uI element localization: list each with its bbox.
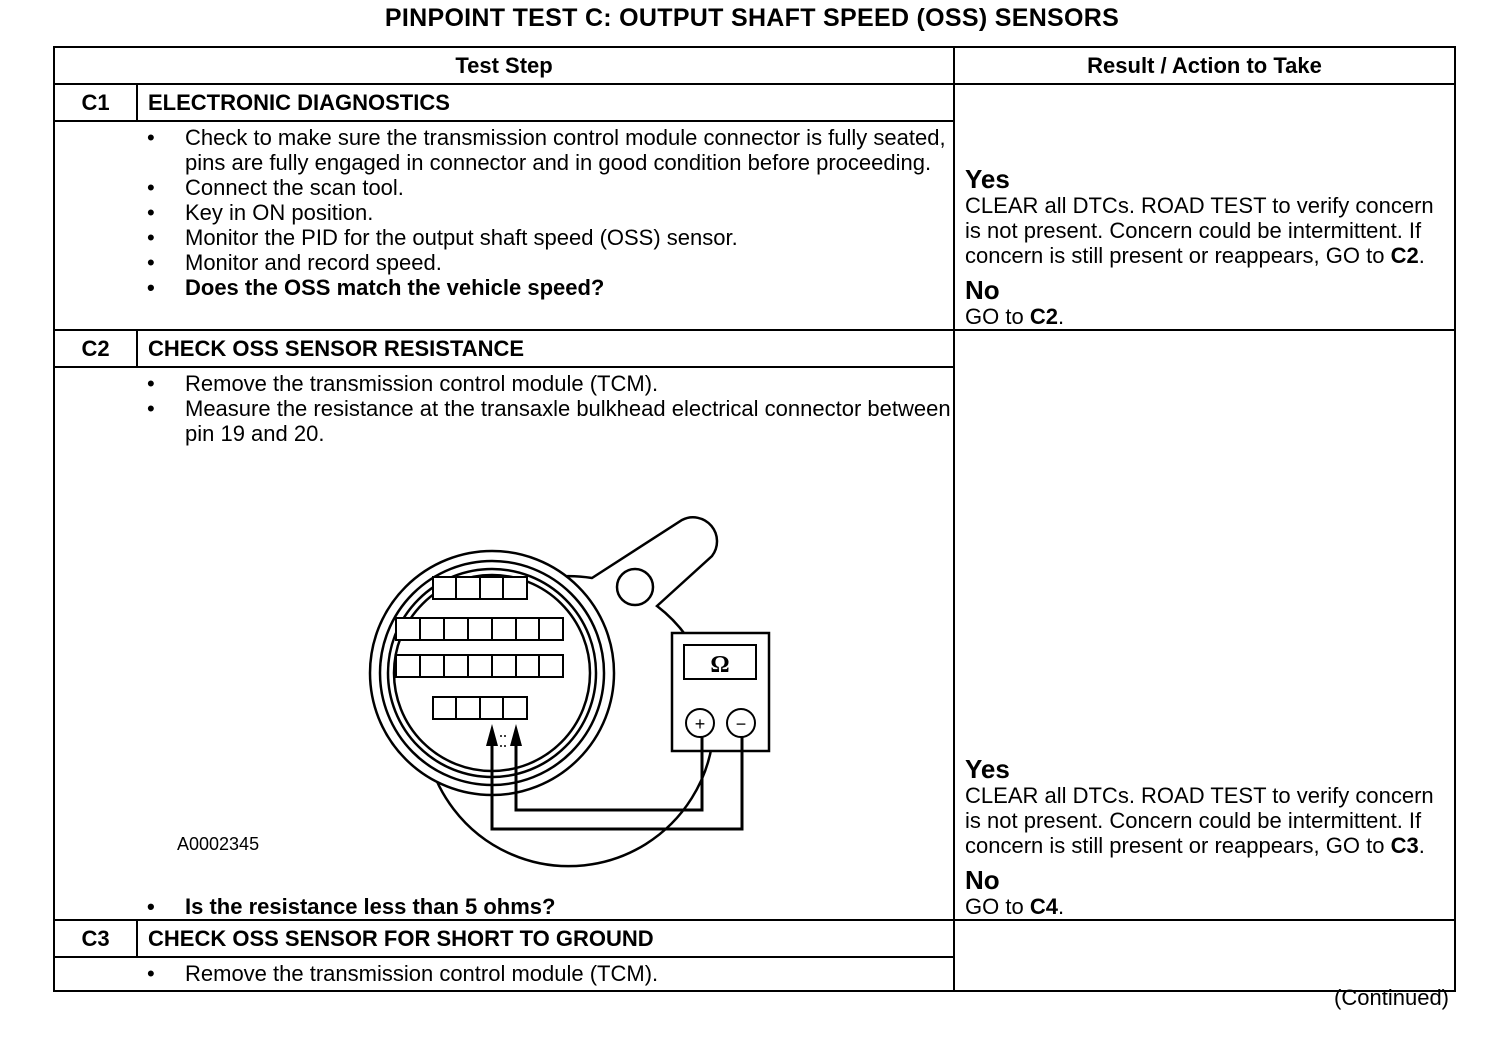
goto-step: C2 <box>1390 243 1419 268</box>
step-c1-result: Yes CLEAR all DTCs. ROAD TEST to verify … <box>953 83 1457 331</box>
header-row: Test Step Result / Action to Take <box>52 46 1457 85</box>
bullet-item: Remove the transmission control module (… <box>147 371 953 396</box>
step-c3-bullets: Remove the transmission control module (… <box>137 958 953 986</box>
step-c1-body-row: Check to make sure the transmission cont… <box>53 120 1455 331</box>
bullet-item: Key in ON position. <box>147 200 953 225</box>
step-c3-result <box>953 919 1457 992</box>
ohmmeter <box>670 631 771 753</box>
step-c2-question-list: Is the resistance less than 5 ohms? <box>137 894 953 919</box>
minus-terminal-label: − <box>736 714 747 734</box>
continued-note: (Continued) <box>1334 985 1449 1010</box>
step-c1-bullets: Check to make sure the transmission cont… <box>137 122 953 300</box>
step-c2-result: Yes CLEAR all DTCs. ROAD TEST to verify … <box>953 329 1457 921</box>
step-title: CHECK OSS SENSOR RESISTANCE <box>135 329 956 368</box>
goto-step: C4 <box>1029 894 1058 919</box>
goto-step: C2 <box>1029 304 1058 329</box>
step-c1-body: Check to make sure the transmission cont… <box>137 120 956 331</box>
step-id: C1 <box>53 83 138 122</box>
result-header: Result / Action to Take <box>953 46 1457 85</box>
bullet-item: Check to make sure the transmission cont… <box>147 125 953 175</box>
bullet-item: Remove the transmission control module (… <box>147 961 953 986</box>
no-action: GO to C2. <box>965 304 1065 329</box>
test-leads <box>490 736 744 831</box>
bulkhead-connector-illustration: Ω + − <box>368 516 771 868</box>
step-id: C2 <box>53 329 138 368</box>
page-title: PINPOINT TEST C: OUTPUT SHAFT SPEED (OSS… <box>384 4 1120 32</box>
step-c3-title-row: C3 CHECK OSS SENSOR FOR SHORT TO GROUND <box>53 919 1457 992</box>
probe-tips <box>486 724 522 746</box>
step-c2-body-row: Remove the transmission control module (… <box>53 366 1455 921</box>
yes-label: Yes <box>965 164 1010 194</box>
pinpoint-test-table: Test Step Result / Action to Take C1 ELE… <box>52 46 1457 992</box>
yes-action: CLEAR all DTCs. ROAD TEST to verify conc… <box>965 193 1434 268</box>
test-step-header: Test Step <box>52 46 956 85</box>
ohm-symbol: Ω <box>710 652 729 678</box>
connector-resistance-diagram: Ω + − A0 <box>137 446 953 894</box>
step-question: Is the resistance less than 5 ohms? <box>147 894 953 919</box>
goto-step: C3 <box>1390 833 1419 858</box>
step-title: CHECK OSS SENSOR FOR SHORT TO GROUND <box>135 919 956 958</box>
step-question: Does the OSS match the vehicle speed? <box>147 275 953 300</box>
step-c3-body: Remove the transmission control module (… <box>137 956 956 992</box>
yes-action: CLEAR all DTCs. ROAD TEST to verify conc… <box>965 783 1434 858</box>
bullet-item: Connect the scan tool. <box>147 175 953 200</box>
bullet-item: Measure the resistance at the transaxle … <box>147 396 953 446</box>
no-label: No <box>965 275 1000 305</box>
step-c2-body: Remove the transmission control module (… <box>137 366 956 921</box>
yes-label: Yes <box>965 754 1010 784</box>
step-c1-title-row: C1 ELECTRONIC DIAGNOSTICS Yes CLEAR all … <box>53 83 1457 331</box>
probe-tip-hatching <box>500 735 508 747</box>
plus-terminal-label: + <box>695 714 706 734</box>
step-c2-bullets: Remove the transmission control module (… <box>137 368 953 446</box>
no-label: No <box>965 865 1000 895</box>
step-title: ELECTRONIC DIAGNOSTICS <box>135 83 956 122</box>
step-id: C3 <box>53 919 138 958</box>
bullet-item: Monitor and record speed. <box>147 250 953 275</box>
figure-code: A0002345 <box>177 834 260 854</box>
no-action: GO to C4. <box>965 894 1065 919</box>
bullet-item: Monitor the PID for the output shaft spe… <box>147 225 953 250</box>
step-c3-body-row: Remove the transmission control module (… <box>53 956 1455 992</box>
step-c2-title-row: C2 CHECK OSS SENSOR RESISTANCE Yes CLEAR… <box>53 329 1457 921</box>
